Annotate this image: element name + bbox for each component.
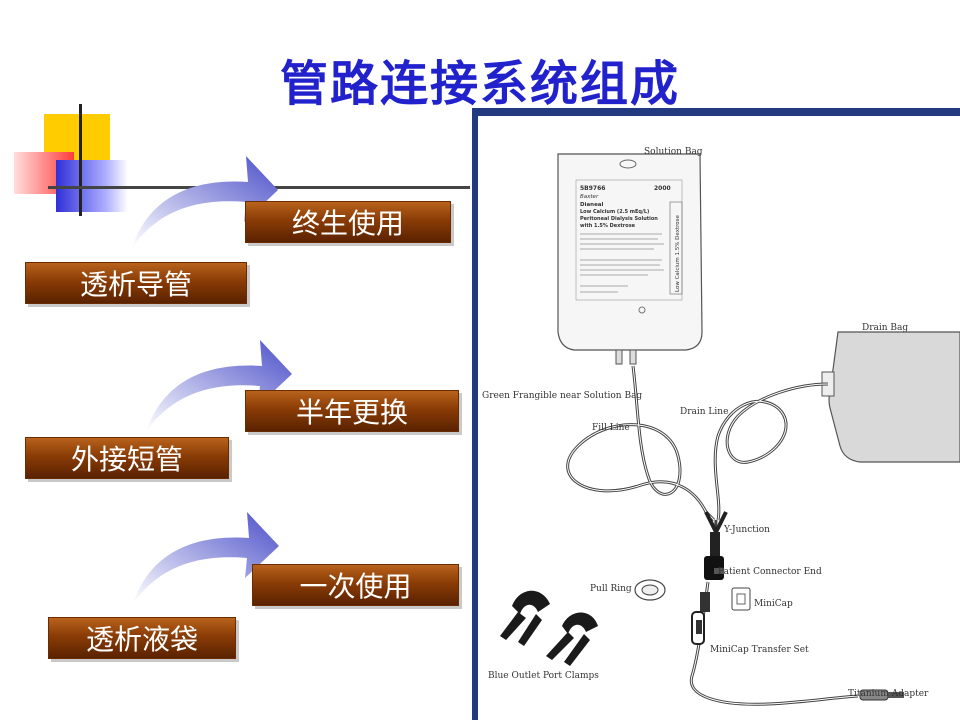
label-patient-connector: Patient Connector End [718, 567, 822, 577]
titanium-adapter [859, 689, 904, 701]
bag-brand: Baxter [580, 194, 599, 200]
component-box: 透析导管 [25, 262, 247, 304]
curved-arrow-icon [133, 512, 279, 604]
bag-line3: with 1.5% Dextrose [580, 223, 636, 229]
minicap [731, 587, 751, 611]
component-box: 透析液袋 [48, 617, 236, 659]
component-box: 外接短管 [25, 437, 229, 479]
label-drain-line: Drain Line [680, 407, 728, 417]
pd-system-illustration: 5B9766 2000 Baxter Dianeal Low Calcium (… [482, 147, 960, 706]
label-clamps: Blue Outlet Port Clamps [488, 671, 599, 681]
blue-outlet-port-clamps [500, 590, 598, 666]
label-titanium-adapter: Titanium Adapter [848, 689, 929, 699]
lifespan-box: 半年更换 [245, 390, 459, 432]
label-fill-line: Fill Line [592, 423, 630, 433]
label-minicap-transfer-set: MiniCap Transfer Set [710, 645, 809, 655]
curved-arrow-icon [132, 156, 278, 248]
bag-code: 5B9766 [580, 185, 605, 192]
pull-ring [634, 579, 666, 601]
curved-arrow-icon [146, 340, 292, 432]
minicap-transfer-set [691, 592, 710, 645]
bag-product: Dianeal [580, 202, 604, 208]
solution-bag: 5B9766 2000 Baxter Dianeal Low Calcium (… [557, 153, 703, 365]
label-drain-bag: Drain Bag [862, 323, 908, 333]
bag-line2: Peritoneal Dialysis Solution [580, 216, 658, 222]
label-minicap: MiniCap [754, 599, 793, 609]
pd-system-figure: 5B9766 2000 Baxter Dianeal Low Calcium (… [472, 108, 960, 720]
figure-canvas: 5B9766 2000 Baxter Dianeal Low Calcium (… [478, 116, 960, 720]
lifespan-box: 终生使用 [245, 201, 451, 243]
bag-volume: 2000 [654, 185, 671, 192]
page-title: 管路连接系统组成 [279, 56, 680, 112]
bag-side-label: Low Calcium 1.5% Dextrose [675, 215, 681, 292]
decor-vertical-line [79, 104, 82, 216]
label-y-junction: Y-Junction [723, 525, 770, 535]
patient-connector [704, 556, 724, 580]
label-green-frangible: Green Frangible near Solution Bag [482, 391, 642, 401]
label-pull-ring: Pull Ring [590, 584, 632, 594]
drain-bag [821, 331, 960, 463]
y-junction [704, 511, 728, 556]
label-solution-bag: Solution Bag [644, 147, 703, 157]
lifespan-box: 一次使用 [252, 564, 459, 606]
bag-line1: Low Calcium (2.5 mEq/L) [580, 209, 649, 215]
